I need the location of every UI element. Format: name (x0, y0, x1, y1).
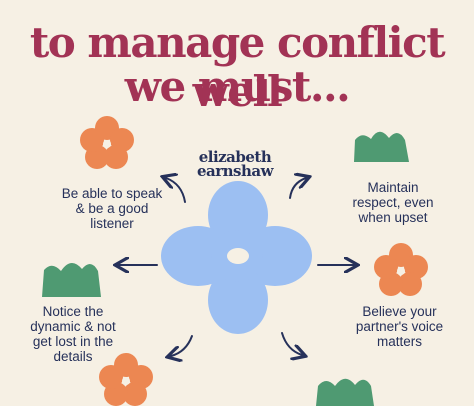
arrow-bottom-left-icon (171, 335, 193, 356)
brand-line-2: earnshaw (196, 162, 274, 180)
tip-line: Maintain (367, 180, 419, 195)
brand-line-1: elizabeth (198, 148, 272, 166)
tip-bottom-right: Believe your partner's voice matters (332, 304, 467, 349)
tip-top-left: Be able to speak & be a good listener (42, 186, 182, 231)
tip-line: get lost in the (32, 334, 114, 349)
green-plant-bottom-right-icon (316, 378, 374, 406)
green-plant-top-right-icon (354, 131, 409, 162)
tip-line: when upset (358, 210, 428, 225)
tip-line: listener (90, 216, 134, 231)
tip-line: matters (376, 334, 422, 349)
orange-flower-top-left-icon (80, 116, 134, 169)
headline-line-2: we must... (124, 62, 351, 111)
orange-flower-bottom-left-icon (99, 353, 153, 406)
tip-bottom-left: Notice the dynamic & not get lost in the… (8, 304, 138, 364)
arrow-top-left-icon (166, 178, 186, 203)
tip-line: Be able to speak (61, 186, 163, 201)
tip-line: Notice the (42, 304, 104, 319)
tip-line: partner's voice (355, 319, 444, 334)
arrows (119, 178, 354, 356)
orange-flower-right-icon (374, 243, 428, 296)
tip-line: Believe your (362, 304, 437, 319)
brand-logo: elizabeth earnshaw (180, 148, 290, 180)
tip-line: dynamic & not (30, 319, 116, 334)
tip-top-right: Maintain respect, even when upset (328, 180, 458, 225)
tip-line: details (53, 349, 93, 364)
tip-line: & be a good (75, 201, 149, 216)
tip-line: respect, even (352, 195, 434, 210)
arrow-bottom-right-icon (281, 332, 302, 355)
arrow-top-right-icon (289, 178, 306, 199)
green-plant-left-icon (42, 262, 101, 297)
headline-line-1: to manage conflict well (29, 18, 446, 116)
center-flower-icon (161, 181, 312, 334)
